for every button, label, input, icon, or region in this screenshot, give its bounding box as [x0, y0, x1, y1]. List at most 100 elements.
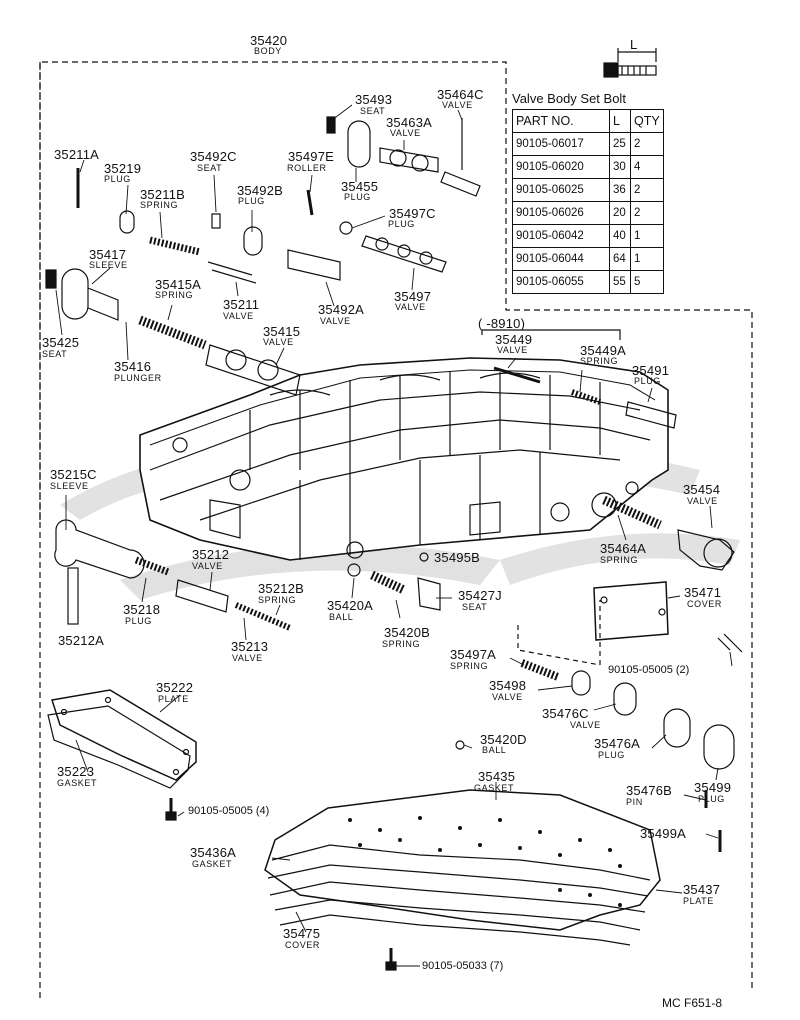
part-name-35416: PLUNGER	[114, 373, 162, 383]
part-name-35455: PLUG	[344, 192, 371, 202]
part-number-35427J: 35427J	[458, 588, 502, 603]
part-number-35497: 35497	[394, 289, 432, 304]
part-number-35436A: 35436A	[190, 845, 237, 860]
diagram-code: MC F651-8	[662, 996, 723, 1010]
part-name-35211: VALVE	[223, 311, 254, 321]
part-name-35437: PLATE	[683, 896, 714, 906]
separator-plates	[264, 789, 661, 946]
part-number-35492A: 35492A	[318, 302, 365, 317]
leader-lines	[55, 104, 733, 967]
part-name-35476C: VALVE	[570, 720, 601, 730]
cell-qty: 2	[630, 178, 664, 202]
part-name-35417: SLEEVE	[89, 260, 128, 270]
part-name-35464C: VALVE	[442, 100, 473, 110]
body-part-name: BODY	[254, 46, 282, 56]
part-number-35495B: 35495B	[434, 550, 481, 565]
part-number-35449A: 35449A	[580, 343, 627, 358]
cell-l: 30	[609, 155, 631, 179]
part-name-35492B: PLUG	[238, 196, 265, 206]
body-boundary-line	[39, 61, 753, 990]
part-name-35218: PLUG	[125, 616, 152, 626]
part-name-35464A: SPRING	[600, 555, 639, 565]
cell-qty: 5	[630, 270, 664, 294]
part-number-35425: 35425	[42, 335, 80, 350]
part-name-35476A: PLUG	[598, 750, 625, 760]
part-number-35211B: 35211B	[140, 187, 186, 202]
part-name-35463A: VALVE	[390, 128, 421, 138]
part-number-35499: 35499	[694, 780, 732, 795]
cell-part: 90105-06042	[512, 224, 610, 248]
bolt-table-header-row: PART NO. L QTY	[512, 109, 664, 133]
part-number-35476A: 35476A	[594, 736, 641, 751]
left-middle-parts	[54, 519, 465, 750]
range-label: ( -8910)	[478, 316, 526, 331]
header-part-no: PART NO.	[512, 109, 610, 133]
part-name-35219: PLUG	[104, 174, 131, 184]
part-name-35222: PLATE	[158, 694, 189, 704]
cell-l: 25	[609, 132, 631, 156]
part-name-35497E: ROLLER	[287, 163, 327, 173]
part-name-35436A: GASKET	[192, 859, 233, 869]
part-number-35492C: 35492C	[190, 149, 237, 164]
part-number-35420B: 35420B	[384, 625, 431, 640]
part-number-35211A: 35211A	[54, 147, 100, 162]
part-number-35223: 35223	[57, 764, 95, 779]
part-number-35464C: 35464C	[437, 87, 484, 102]
part-name-35497C: PLUG	[388, 219, 415, 229]
part-number-35420A: 35420A	[327, 598, 374, 613]
part-number-35211: 35211	[223, 297, 260, 312]
cell-qty: 1	[630, 224, 664, 248]
bolt-label-90105-05005-4: 90105-05005 (4)	[188, 805, 270, 817]
part-number-35415: 35415	[263, 324, 301, 339]
part-number-35464A: 35464A	[600, 541, 647, 556]
part-number-35218: 35218	[123, 602, 161, 617]
part-name-35492C: SEAT	[197, 163, 223, 173]
valve-body	[139, 357, 669, 561]
cell-qty: 1	[630, 247, 664, 271]
part-number-35437: 35437	[683, 882, 721, 897]
cell-part: 90105-06055	[512, 270, 610, 294]
cell-part: 90105-06026	[512, 201, 610, 225]
part-name-35420D: BALL	[482, 745, 507, 755]
bolt-length-symbol: L	[630, 37, 638, 52]
part-number-35212B: 35212B	[258, 581, 305, 596]
part-number-35463A: 35463A	[386, 115, 433, 130]
part-name-35454: VALVE	[687, 496, 718, 506]
part-name-35449: VALVE	[497, 345, 528, 355]
cell-l: 40	[609, 224, 631, 248]
part-name-35211B: SPRING	[140, 200, 179, 210]
part-number-35493: 35493	[355, 92, 393, 107]
cell-l: 36	[609, 178, 631, 202]
part-number-35491: 35491	[632, 363, 670, 378]
part-number-35497E: 35497E	[288, 149, 335, 164]
part-name-35427J: SEAT	[462, 602, 488, 612]
cell-part: 90105-06025	[512, 178, 610, 202]
part-name-35476B: PIN	[626, 797, 643, 807]
part-number-35498: 35498	[489, 678, 527, 693]
part-name-35491: PLUG	[634, 376, 661, 386]
part-name-35223: GASKET	[57, 778, 98, 788]
part-name-35415A: SPRING	[155, 290, 194, 300]
part-number-35497A: 35497A	[450, 647, 497, 662]
part-number-35219: 35219	[104, 161, 142, 176]
cell-qty: 2	[630, 201, 664, 225]
part-name-35435: GASKET	[474, 783, 515, 793]
part-name-35425: SEAT	[42, 349, 68, 359]
body-part-number: 35420	[250, 33, 288, 48]
part-name-35420A: BALL	[329, 612, 354, 622]
part-number-35222: 35222	[156, 680, 194, 695]
cell-part: 90105-06020	[512, 155, 610, 179]
part-number-35497C: 35497C	[389, 206, 436, 221]
bolt-label-90105-05005-2: 90105-05005 (2)	[608, 664, 690, 676]
part-number-35499A: 35499A	[640, 826, 687, 841]
part-name-35212B: SPRING	[258, 595, 297, 605]
cell-qty: 2	[630, 132, 664, 156]
